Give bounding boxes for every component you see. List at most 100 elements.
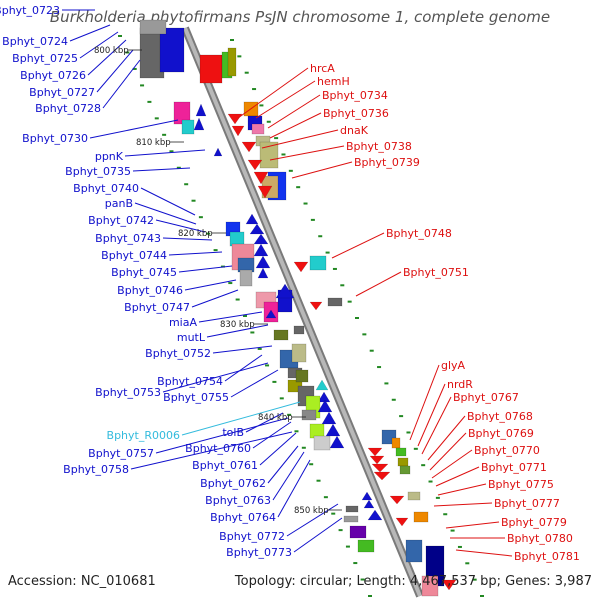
gene-block: [301, 409, 317, 421]
left-connector-22: [230, 369, 279, 398]
gene-block: [313, 435, 331, 451]
left-gene-label: Bphyt_0744: [101, 249, 167, 262]
gene-arrow: [249, 223, 265, 235]
right-connector-6: [291, 161, 353, 179]
gene-arrow: [367, 447, 383, 457]
gene-arrow: [275, 283, 295, 299]
left-gene-label: Bphyt_0773: [226, 546, 292, 559]
track-tick: [472, 578, 477, 581]
track-tick: [279, 397, 284, 400]
track-tick: [132, 67, 137, 70]
gene-block: [413, 511, 429, 523]
right-gene-label: Bphyt_0775: [488, 478, 554, 491]
left-gene-label: Bphyt_0761: [192, 459, 258, 472]
left-connector-29: [267, 445, 299, 484]
right-connector-14: [431, 449, 473, 479]
track-tick: [345, 545, 350, 548]
right-gene-label: Bphyt_0767: [453, 391, 519, 404]
gene-labels: Bphyt_0723Bphyt_0724Bphyt_0725Bphyt_0726…: [0, 4, 580, 563]
gene-block: [345, 505, 359, 513]
gene-block: [309, 255, 327, 271]
right-gene-label: Bphyt_0739: [354, 156, 420, 169]
gene-arrow: [247, 159, 263, 171]
right-gene-label: Bphyt_0748: [386, 227, 452, 240]
right-gene-label: hemH: [317, 75, 350, 88]
left-gene-label: Bphyt_0727: [29, 86, 95, 99]
left-gene-label: Bphyt_R0006: [107, 429, 180, 442]
left-connector-11: [155, 219, 206, 233]
right-gene-label: glyA: [441, 359, 466, 372]
left-connector-5: [102, 59, 141, 109]
track-tick: [457, 545, 462, 548]
gene-block: [239, 269, 253, 287]
gene-arrow: [227, 113, 243, 125]
track-tick: [288, 169, 293, 172]
track-tick: [368, 595, 372, 597]
track-tick: [250, 331, 255, 334]
track-tick: [332, 267, 337, 270]
track-tick: [310, 218, 315, 221]
left-gene-label: Bphyt_0742: [88, 214, 154, 227]
left-gene-label: Bphyt_0730: [22, 132, 88, 145]
right-connector-2: [267, 94, 321, 129]
track-tick: [413, 447, 418, 450]
track-tick: [296, 186, 301, 189]
track-tick: [176, 166, 181, 169]
gene-block: [139, 19, 167, 35]
track-tick: [198, 216, 203, 219]
left-gene-label: tolB: [222, 426, 244, 439]
left-connector-14: [178, 265, 233, 273]
right-gene-label: Bphyt_0781: [514, 550, 580, 563]
track-tick: [384, 382, 389, 385]
gene-block: [349, 525, 367, 539]
track-tick: [428, 480, 433, 483]
left-gene-label: Bphyt_0728: [35, 102, 101, 115]
right-connector-17: [433, 502, 493, 507]
track-tick: [377, 366, 382, 369]
left-connector-10: [134, 202, 197, 225]
track-tick: [274, 137, 279, 140]
left-connector-7: [124, 149, 206, 157]
gene-arrow: [363, 499, 375, 509]
right-connector-1: [255, 80, 316, 119]
left-connector-33: [293, 517, 343, 553]
left-connector-28: [130, 431, 293, 470]
left-gene-label: Bphyt_0752: [145, 347, 211, 360]
right-gene-label: Bphyt_0780: [507, 532, 573, 545]
gene-block: [421, 575, 439, 597]
gene-block: [293, 325, 305, 335]
track-tick: [421, 464, 426, 467]
kbp-tick-label: 840 kbp: [258, 413, 293, 423]
gene-arrow: [293, 261, 309, 273]
right-connector-0: [237, 67, 309, 119]
left-gene-label: panB: [105, 197, 133, 210]
left-gene-label: Bphyt_0725: [12, 52, 78, 65]
right-gene-label: Bphyt_0768: [467, 410, 533, 423]
kbp-tick-label: 850 kbp: [294, 506, 329, 516]
left-gene-label: Bphyt_0745: [111, 266, 177, 279]
gene-arrow: [325, 423, 341, 437]
track-tick: [154, 117, 159, 120]
left-connector-16: [191, 289, 239, 308]
left-gene-label: Bphyt_0758: [63, 463, 129, 476]
track-tick: [309, 463, 314, 466]
left-gene-label: Bphyt_0724: [2, 35, 68, 48]
genome-summary: Topology: circular; Length: 4,467,537 bp…: [234, 574, 592, 589]
track-tick: [228, 282, 233, 285]
gene-block: [407, 491, 421, 501]
track-tick: [399, 415, 404, 418]
track-tick: [353, 562, 358, 565]
track-tick: [443, 513, 448, 516]
track-tick: [230, 39, 234, 41]
gene-block: [391, 437, 401, 449]
track-tick: [331, 512, 336, 515]
gene-block: [397, 457, 409, 467]
gene-arrow: [315, 379, 329, 391]
right-gene-label: Bphyt_0779: [501, 516, 567, 529]
right-gene-label: Bphyt_0769: [468, 427, 534, 440]
track-tick: [338, 529, 343, 532]
track-tick: [303, 202, 308, 205]
track-tick: [213, 249, 218, 252]
gene-arrow: [369, 455, 385, 465]
